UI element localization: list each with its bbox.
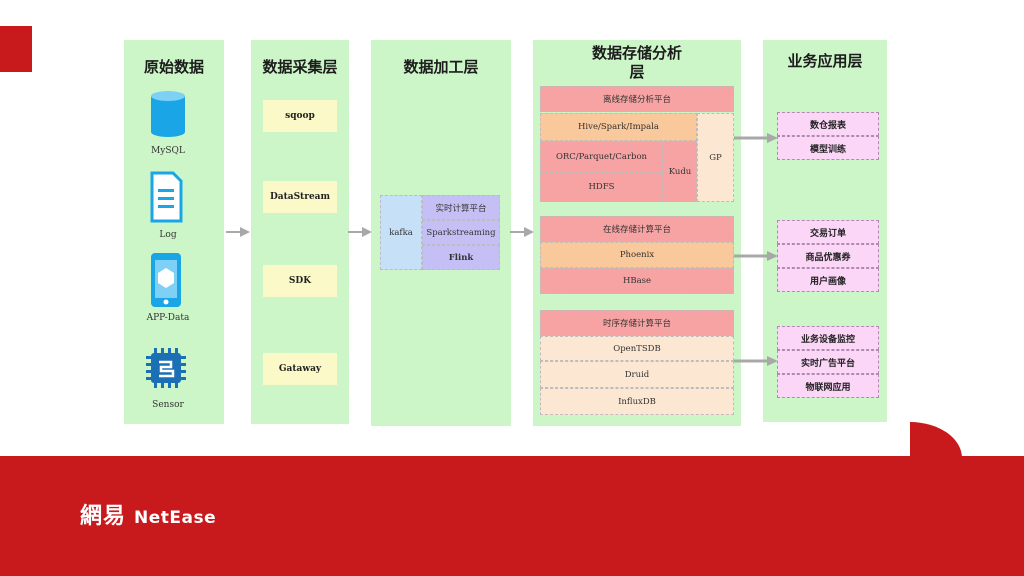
document-icon [150,171,183,223]
realtime-platform-title: 实时计算平台 [422,195,500,220]
logo-chinese: 網易 [80,503,127,529]
app-model-training: 模型训练 [777,136,879,160]
arrow-process-to-storage [510,227,534,237]
timeseries-influxdb: InfluxDB [540,388,734,415]
source-label-log: Log [159,230,177,240]
mobile-app-icon [151,253,181,307]
arrow-offline-to-apps [734,133,778,143]
collector-sqoop: sqoop [263,100,337,132]
arrow-timeseries-to-apps [734,356,778,366]
app-product-coupons: 商品优惠券 [777,244,879,268]
app-trade-orders: 交易订单 [777,220,879,244]
flink-box: Flink [422,245,500,270]
column-title-storage: 数据存储分析 层 [591,44,682,81]
collector-sdk: SDK [263,265,337,297]
app-device-monitoring: 业务设备监控 [777,326,879,350]
column-title-collect: 数据采集层 [262,58,338,76]
timeseries-opentsdb: OpenTSDB [540,336,734,361]
column-app: 业务应用层 数仓报表 模型训练 交易订单 商品优惠券 用户画像 业务设备监控 实… [763,40,887,422]
offline-formats: ORC/Parquet/Carbon [540,141,663,172]
timeseries-druid: Druid [540,361,734,388]
arrow-online-to-apps [734,251,778,261]
app-iot: 物联网应用 [777,374,879,398]
netease-logo: 網易 NetEase [80,498,216,530]
online-hbase: HBase [540,268,734,294]
sparkstreaming-box: Sparkstreaming [422,220,500,245]
corner-accent [0,26,32,72]
online-platform-title: 在线存储计算平台 [540,216,734,242]
offline-platform-title: 离线存储分析平台 [540,86,734,112]
column-title-app: 业务应用层 [787,52,863,70]
collector-datastream: DataStream [263,181,337,213]
logo-english: NetEase [134,508,217,528]
footer-bar [0,456,1024,576]
arrow-source-to-collect [226,227,250,237]
source-label-app-data: APP-Data [146,313,190,323]
chip-icon [146,348,186,388]
kafka-box: kafka [380,195,422,270]
online-phoenix: Phoenix [540,242,734,268]
column-process: 数据加工层 kafka 实时计算平台 Sparkstreaming Flink [371,40,511,426]
footer-bump [910,422,962,458]
column-collect: 数据采集层 sqoop DataStream SDK Gataway [251,40,349,424]
column-storage: 数据存储分析 层 离线存储分析平台 Hive/Spark/Impala GP O… [533,40,741,426]
offline-hdfs: HDFS [540,172,663,202]
timeseries-platform-title: 时序存储计算平台 [540,310,734,336]
offline-gp: GP [697,113,734,202]
app-user-profile: 用户画像 [777,268,879,292]
database-icon [151,91,185,137]
column-title-source: 原始数据 [143,58,204,76]
source-label-mysql: MySQL [151,146,185,156]
arrow-collect-to-process [348,227,372,237]
offline-engines: Hive/Spark/Impala [540,113,697,141]
app-warehouse-report: 数仓报表 [777,112,879,136]
column-title-process: 数据加工层 [403,58,479,76]
column-source: 原始数据 MySQL Log APP-Data Sensor [124,40,224,424]
offline-kudu: Kudu [663,141,697,202]
app-realtime-ads: 实时广告平台 [777,350,879,374]
collector-gateway: Gataway [263,353,337,385]
source-label-sensor: Sensor [152,400,184,410]
